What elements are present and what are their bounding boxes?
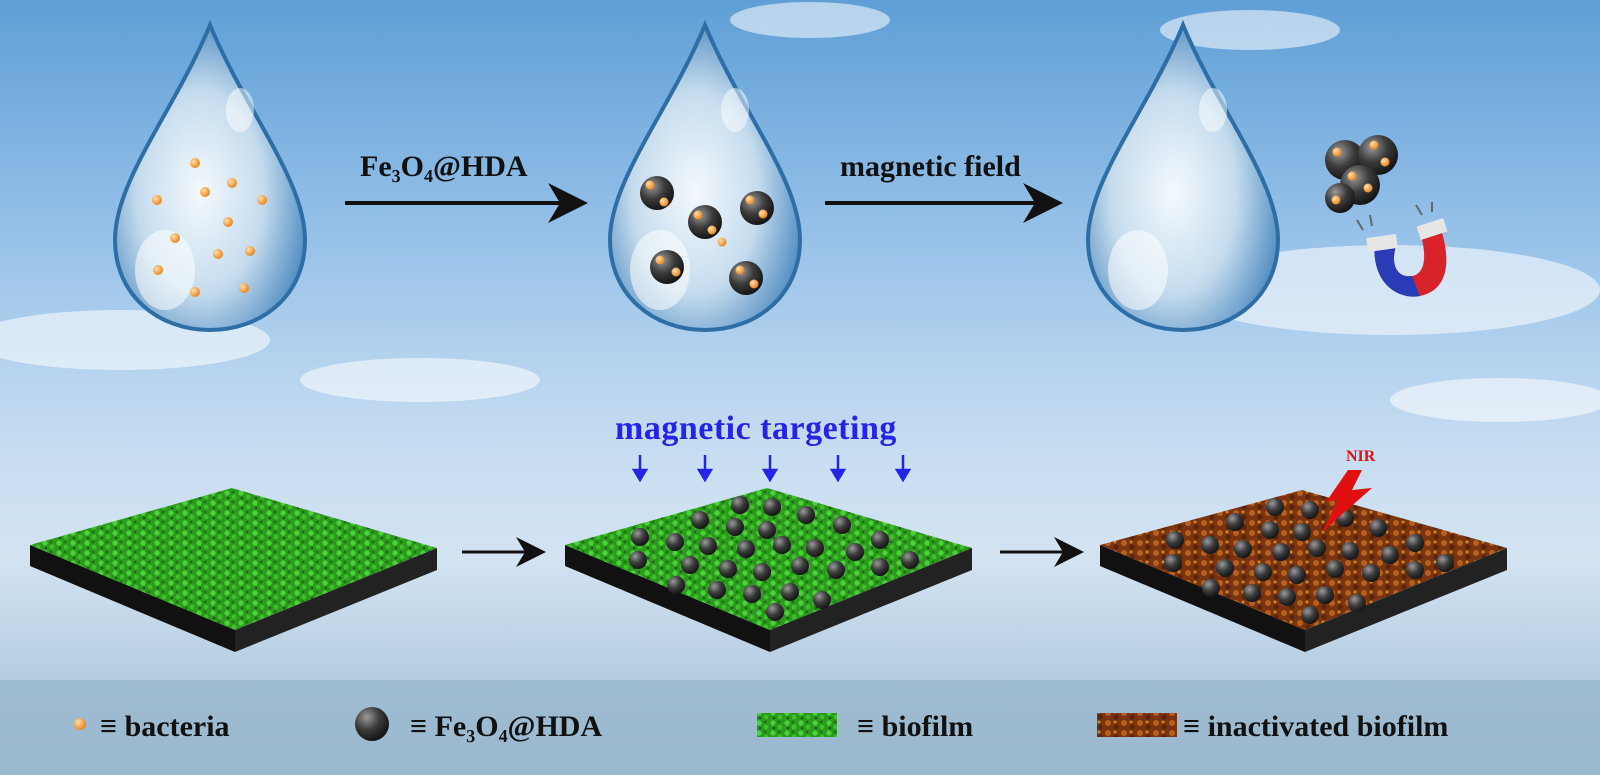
reagent-label: Fe₃O₄@HDA — [360, 150, 528, 183]
legend-biofilm-label: ≡ biofilm — [857, 710, 974, 743]
targeted-nanoparticles — [629, 496, 919, 621]
biofilm-slab — [30, 488, 437, 652]
droplet-bacteria — [112, 19, 308, 333]
bacteria-cluster — [152, 158, 267, 297]
legend-nanoparticle-symbol — [355, 707, 389, 741]
nir-lightning-icon — [1322, 470, 1372, 532]
inactivated-biofilm-slab — [1100, 490, 1507, 652]
droplet-clean — [1085, 19, 1281, 333]
legend-inactivated-label: ≡ inactivated biofilm — [1183, 710, 1449, 743]
biofilm-nanoparticle-slab — [565, 488, 972, 652]
magnetic-field-label: magnetic field — [840, 150, 1021, 183]
targeting-arrows — [631, 455, 912, 483]
collected-nanoparticles — [1325, 135, 1398, 213]
legend-biofilm-swatch — [757, 713, 837, 737]
legend-inactivated-swatch — [1097, 713, 1177, 737]
bound-bacteria — [645, 180, 768, 289]
legend-bacteria-label: ≡ bacteria — [100, 710, 230, 743]
cloud-background — [0, 2, 1600, 422]
legend-bacteria-symbol — [74, 718, 86, 730]
legend-fe3o4-label: ≡ Fe₃O₄@HDA — [410, 710, 603, 743]
nanoparticles-on-inactivated-biofilm — [1164, 498, 1454, 624]
nir-label: NIR — [1346, 448, 1376, 465]
horseshoe-magnet-icon — [1356, 202, 1448, 297]
droplet-bacteria-nanoparticles — [607, 19, 803, 333]
magnetic-targeting-label: magnetic targeting — [615, 410, 897, 447]
